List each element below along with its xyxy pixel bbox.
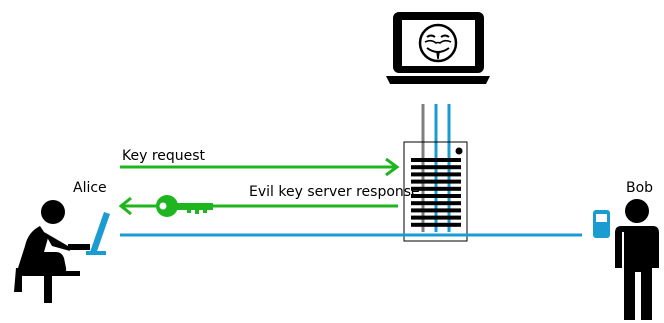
key-server-icon [403, 141, 468, 242]
alice-computer-icon [86, 212, 110, 255]
server-rack-bar [411, 165, 461, 170]
server-rack-bar [411, 208, 461, 213]
anonymous-mask-icon [418, 23, 458, 63]
alice-person-icon [14, 200, 90, 303]
server-rack-bar [411, 172, 461, 177]
server-rack-bar [411, 186, 461, 191]
server-rack-bar [411, 158, 461, 162]
bob-label: Bob [626, 180, 653, 196]
server-rack-bar [411, 194, 461, 198]
key-request-label: Key request [122, 148, 206, 164]
server-rack-bar [411, 201, 461, 206]
evil-response-label: Evil key server response [249, 184, 420, 200]
alice-label: Alice [73, 180, 107, 196]
server-rack-bar [411, 215, 461, 220]
key-icon [156, 195, 213, 217]
server-rack-bar [411, 222, 461, 227]
server-rack-bar [411, 179, 461, 184]
bob-person-icon [615, 199, 659, 320]
key-request-arrow [120, 157, 400, 177]
attacker-laptop-icon [386, 12, 490, 84]
mobile-phone-icon [593, 210, 610, 238]
